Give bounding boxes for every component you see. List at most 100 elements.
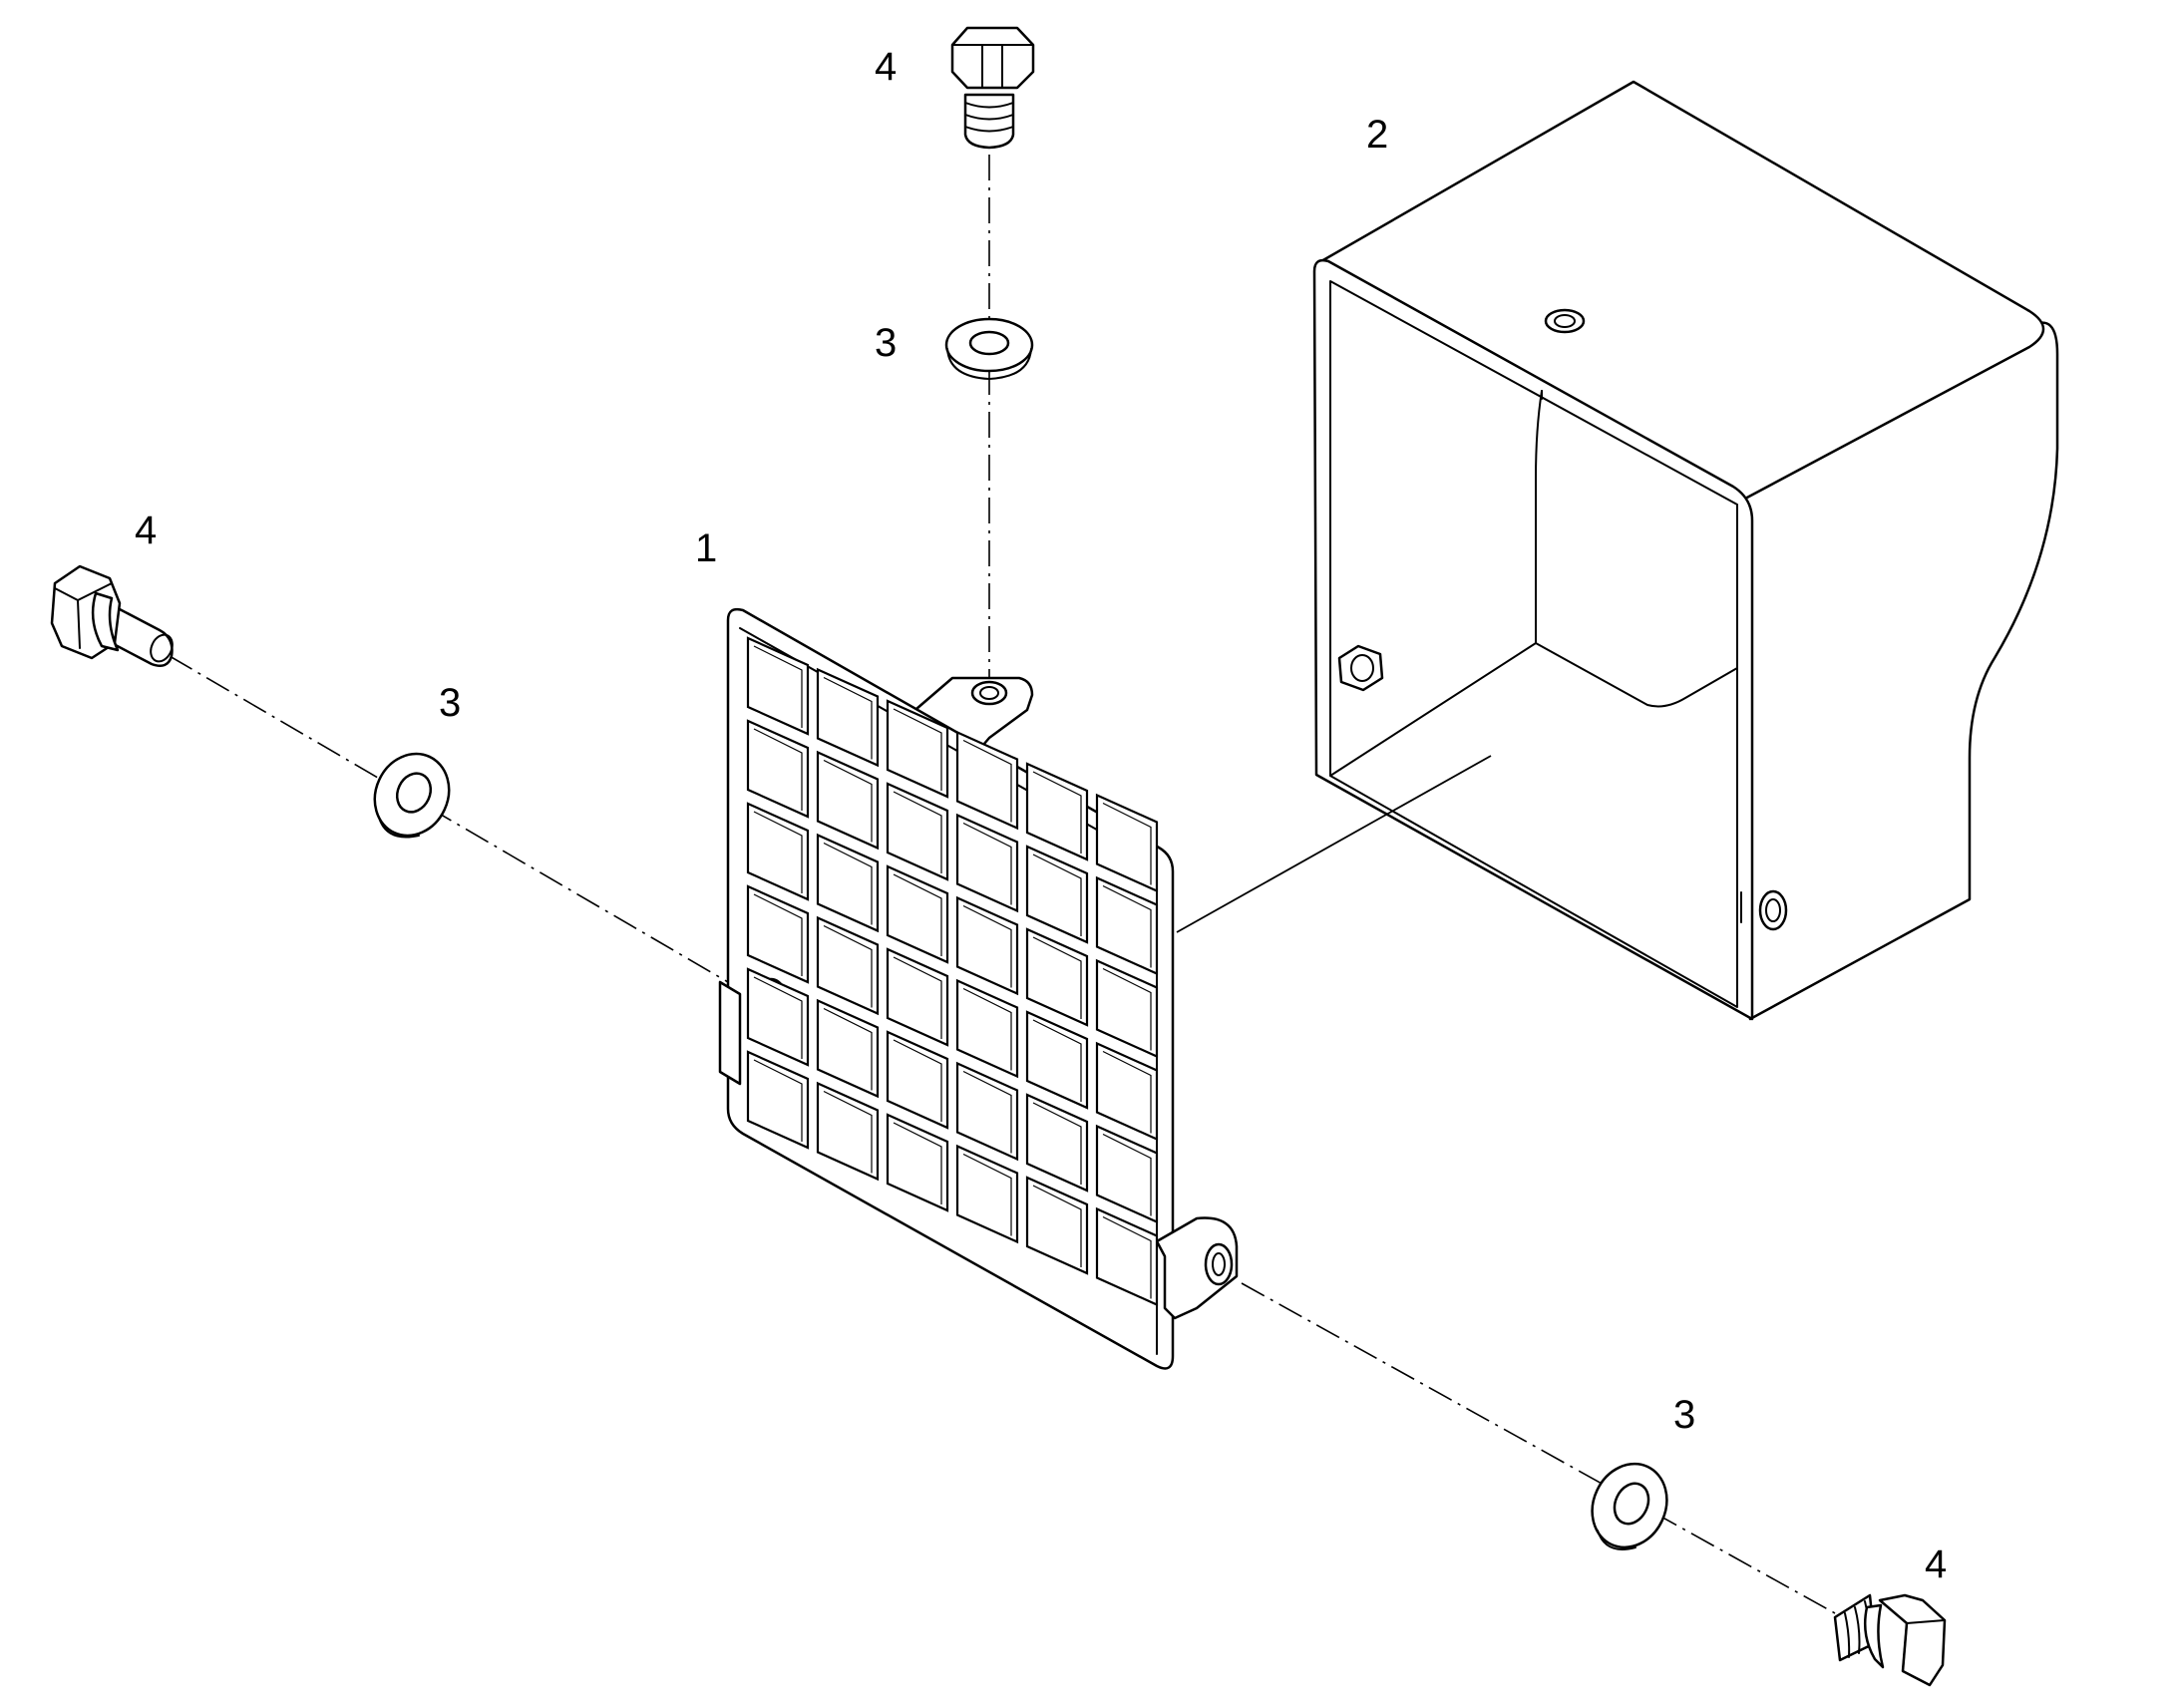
- housing-left-nut: [1337, 644, 1384, 692]
- grille-cell: [746, 802, 810, 901]
- grille-part: [718, 607, 1239, 1370]
- grille-cell-bevel: [753, 728, 803, 811]
- callout-washer-top: 3: [875, 321, 897, 365]
- grille-cell: [955, 1061, 1019, 1162]
- grille-cell: [1025, 1176, 1089, 1275]
- grille-cell-bevel: [893, 956, 942, 1039]
- grille-cell: [816, 667, 880, 768]
- grille-cell: [955, 730, 1019, 831]
- grille-cell: [1025, 762, 1089, 861]
- grille-cell: [1025, 845, 1089, 944]
- washer-top: [944, 317, 1034, 380]
- grille-cell-bevel: [1032, 1019, 1082, 1102]
- housing-side-panel: [1743, 321, 2059, 1021]
- washer-bottom: [1591, 1462, 1668, 1550]
- grille-cell: [886, 782, 949, 881]
- grille-cell: [816, 833, 880, 933]
- grille-cells: [746, 636, 1159, 1307]
- callout-labels: 1 2 3 3 3 4 4 4: [135, 45, 1947, 1586]
- grille-housing-leader: [1176, 755, 1492, 933]
- centerline-right: [1241, 1282, 1836, 1614]
- grille-cell-bevel: [962, 739, 1012, 823]
- grille-cell-bevel: [753, 645, 803, 728]
- callout-washer-left: 3: [439, 681, 461, 725]
- assembly-centerlines: [169, 155, 1836, 1614]
- bolt-top: [950, 26, 1035, 150]
- housing-part: [1312, 80, 2059, 1021]
- centerline-left: [169, 655, 729, 983]
- housing-side-hole: [1740, 889, 1788, 931]
- callout-grille: 1: [695, 526, 717, 570]
- washer-left: [373, 752, 451, 839]
- grille-cell: [1095, 1206, 1159, 1307]
- grille-cell-bevel: [823, 1007, 873, 1091]
- grille-cell: [886, 947, 949, 1047]
- housing-top-hole: [1544, 308, 1586, 334]
- bolt-bottom: [1833, 1593, 1947, 1687]
- grille-cell: [816, 998, 880, 1099]
- grille-cell: [955, 1144, 1019, 1244]
- grille-cell-bevel: [1102, 884, 1152, 968]
- grille-cell: [746, 636, 810, 736]
- grille-cell: [746, 884, 810, 984]
- grille-cell: [1095, 958, 1159, 1059]
- grille-cell: [816, 1081, 880, 1182]
- grille-cell-bevel: [962, 987, 1012, 1071]
- bolt-left: [50, 564, 174, 667]
- callout-bolt-bottom: 4: [1925, 1542, 1947, 1586]
- grille-cell-bevel: [962, 822, 1012, 905]
- grille-cell-bevel: [753, 811, 803, 893]
- grille-cell-bevel: [1032, 1185, 1082, 1267]
- grille-cell-bevel: [1102, 967, 1152, 1051]
- grille-cell: [1025, 1010, 1089, 1110]
- grille-cell: [886, 864, 949, 964]
- callout-washer-bottom: 3: [1673, 1393, 1695, 1437]
- grille-cell-bevel: [1032, 936, 1082, 1019]
- grille-cell-bevel: [753, 976, 803, 1059]
- grille-cell-bevel: [823, 676, 873, 760]
- grille-cell-bevel: [1032, 1102, 1082, 1185]
- grille-cell-bevel: [893, 791, 942, 873]
- grille-cell: [816, 750, 880, 851]
- grille-cell-bevel: [1102, 1133, 1152, 1216]
- grille-cell-bevel: [823, 1090, 873, 1174]
- grille-cell-bevel: [1102, 1050, 1152, 1134]
- grille-cell: [1095, 1041, 1159, 1142]
- callout-housing: 2: [1366, 113, 1388, 157]
- grille-cell-bevel: [893, 873, 942, 956]
- grille-cell: [746, 1050, 810, 1150]
- housing-interior: [1329, 390, 1738, 777]
- grille-cell: [886, 1030, 949, 1130]
- callout-bolt-left: 4: [135, 509, 157, 552]
- grille-bottom-bracket: [1155, 1216, 1239, 1320]
- grille-cell: [1095, 875, 1159, 976]
- grille-cell: [886, 699, 949, 799]
- grille-cell-bevel: [753, 893, 803, 976]
- grille-cell-bevel: [893, 708, 942, 791]
- grille-cell-bevel: [1102, 802, 1152, 885]
- grille-cell: [746, 719, 810, 819]
- callout-bolt-top: 4: [875, 45, 897, 89]
- grille-cell-bevel: [1032, 771, 1082, 854]
- grille-cell-bevel: [1032, 854, 1082, 936]
- grille-cell: [955, 978, 1019, 1079]
- grille-cell-bevel: [893, 1039, 942, 1122]
- grille-cell-bevel: [893, 1122, 942, 1204]
- grille-cell: [1095, 1124, 1159, 1224]
- grille-cell: [1025, 927, 1089, 1027]
- grille-cell: [886, 1113, 949, 1212]
- grille-cell-bevel: [962, 904, 1012, 988]
- grille-cell-bevel: [823, 924, 873, 1008]
- grille-cell-bevel: [823, 759, 873, 843]
- grille-cell-bevel: [753, 1059, 803, 1142]
- grille-cell: [746, 967, 810, 1067]
- grille-cell: [1095, 793, 1159, 893]
- grille-cell: [955, 813, 1019, 913]
- grille-cell-bevel: [1102, 1215, 1152, 1299]
- grille-cell: [955, 895, 1019, 996]
- grille-cell: [1025, 1093, 1089, 1193]
- grille-top-bracket: [908, 676, 1034, 760]
- grille-cell: [816, 915, 880, 1016]
- housing-opening-inner: [1329, 280, 1738, 1008]
